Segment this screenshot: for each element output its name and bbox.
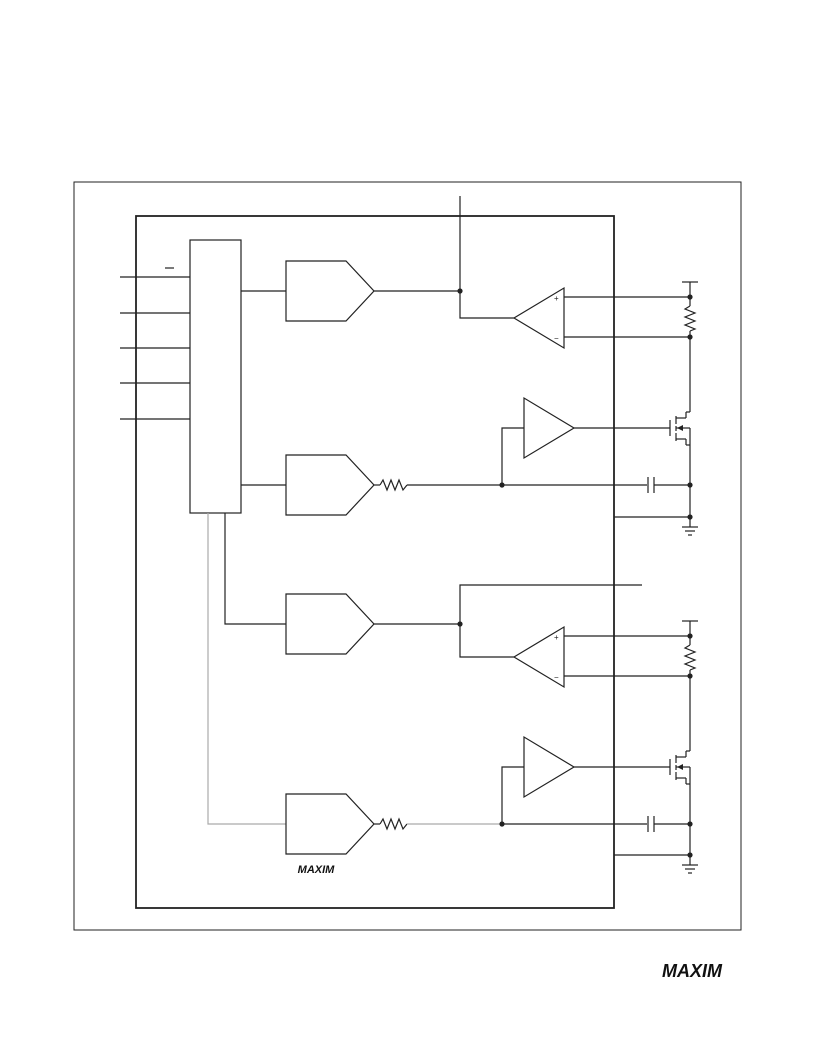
maxim-logo-footer: MAXIM — [662, 961, 723, 981]
wire-logic-dac4 — [207, 513, 286, 825]
ground-symbol-2 — [682, 855, 698, 874]
maxim-logo-small: MAXIM — [298, 864, 336, 876]
series-resistor-2 — [379, 817, 408, 831]
ground-symbol-1 — [682, 517, 698, 536]
comparator-1-plus: + — [554, 294, 559, 303]
gate-amplifier-1 — [523, 396, 576, 460]
dac-block-4 — [285, 793, 375, 855]
junction-2 — [687, 294, 693, 300]
comparator-2-plus: + — [554, 633, 559, 642]
dac-block-2 — [285, 454, 375, 516]
sense-resistor-1 — [683, 305, 697, 332]
mosfet-1 — [669, 411, 691, 446]
junction-8 — [687, 633, 693, 639]
dac-block-3 — [285, 593, 375, 655]
dac-block-1 — [285, 260, 375, 322]
logic-inputs — [120, 276, 190, 420]
wire-logic-dac3 — [224, 513, 286, 625]
logic-block — [189, 239, 242, 514]
comparator-2-minus: − — [554, 673, 559, 682]
wire-feedback-1 — [501, 427, 524, 485]
comparator-1-minus: − — [554, 334, 559, 343]
comparator-1 — [512, 286, 565, 350]
wire-node-comparator2 — [459, 624, 514, 658]
comparator-2 — [512, 625, 565, 689]
wire-feedback-2 — [501, 766, 524, 824]
mosfet-2 — [669, 750, 691, 785]
wire-node-comparator1 — [459, 291, 514, 319]
ic-package-outline — [135, 215, 615, 909]
series-resistor-1 — [379, 478, 408, 492]
wire-ref-pin-right — [459, 584, 642, 624]
figure-frame — [73, 181, 742, 931]
gate-amplifier-2 — [523, 735, 576, 799]
sense-resistor-2 — [683, 644, 697, 671]
